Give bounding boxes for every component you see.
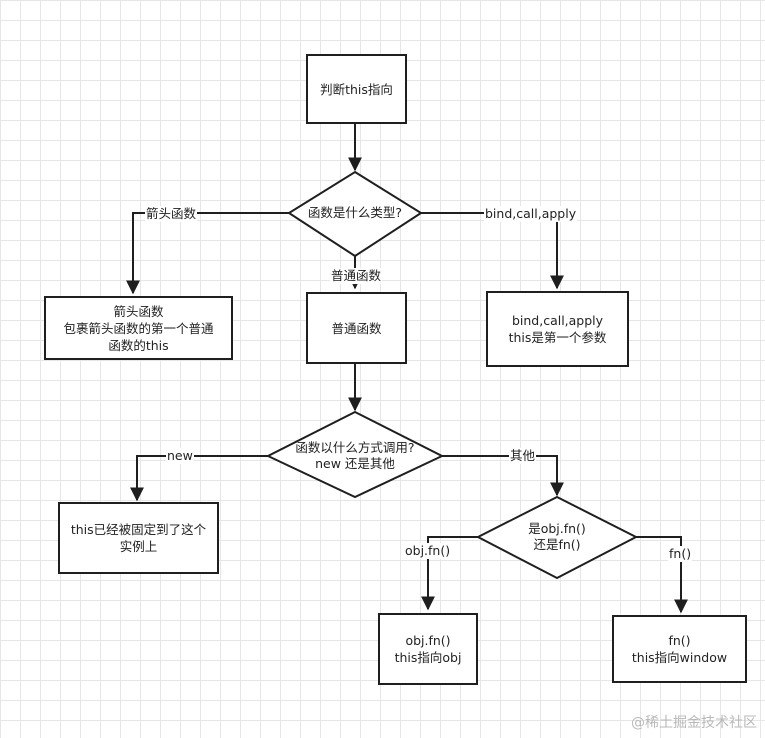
edge-type-to-arrow xyxy=(126,212,289,295)
decision-function-type xyxy=(287,170,423,258)
fn-box-line2: this指向window xyxy=(631,650,728,665)
decision-function-type-text: 函数是什么类型? xyxy=(289,204,421,222)
decision-obj-line1: 是obj.fn() xyxy=(528,521,586,536)
edge-label-fn: fn() xyxy=(668,546,693,562)
new-instance-box: this已经被固定到了这个 实例上 xyxy=(58,502,219,574)
edge-obj-to-objbox xyxy=(421,536,480,611)
arrow-box-line1: 箭头函数 xyxy=(113,303,164,319)
bind-box-line1: bind,call,apply xyxy=(511,313,604,328)
edge-label-obj: obj.fn() xyxy=(404,543,452,559)
decision-obj-text: 是obj.fn() 还是fn() xyxy=(478,519,636,555)
edge-label-other: 其他 xyxy=(509,448,537,464)
obj-box-line2: this指向obj xyxy=(394,650,462,665)
new-box-line2: 实例上 xyxy=(119,539,158,554)
decision-call-method-text: 函数以什么方式调用? new 还是其他 xyxy=(268,438,442,474)
decision-call-line1: 函数以什么方式调用? xyxy=(295,440,415,455)
decision-obj-or-fn xyxy=(475,495,639,580)
arrow-function-box: 箭头函数 包裹箭头函数的第一个普通 函数的this xyxy=(44,296,233,360)
fn-box-line1: fn() xyxy=(668,633,691,648)
normal-box-label: 普通函数 xyxy=(331,320,382,336)
normal-function-box: 普通函数 xyxy=(306,292,407,364)
edge-obj-to-fnbox xyxy=(636,536,688,614)
start-node: 判断this指向 xyxy=(306,54,407,124)
obj-box-line1: obj.fn() xyxy=(405,633,451,648)
decision-type-label: 函数是什么类型? xyxy=(307,205,403,220)
arrow-box-line3: 函数的this xyxy=(108,337,169,353)
edge-label-new: new xyxy=(166,448,194,464)
window-this-box: fn() this指向window xyxy=(612,615,747,683)
edge-call-to-obj xyxy=(442,455,564,497)
decision-call-method xyxy=(265,410,445,499)
new-box-line1: this已经被固定到了这个 xyxy=(70,522,207,537)
obj-this-box: obj.fn() this指向obj xyxy=(378,613,478,685)
decision-obj-line2: 还是fn() xyxy=(533,537,581,552)
edge-call-to-new xyxy=(130,455,268,502)
bind-box-line2: this是第一个参数 xyxy=(508,330,607,345)
edge-type-to-bind xyxy=(421,212,564,290)
decision-call-line2: new 还是其他 xyxy=(315,456,395,471)
edge-label-arrow: 箭头函数 xyxy=(145,206,198,222)
watermark: @稀土掘金技术社区 xyxy=(631,715,757,731)
start-node-label: 判断this指向 xyxy=(320,81,393,97)
edge-label-bind: bind,call,apply xyxy=(484,206,578,222)
edge-label-normal: 普通函数 xyxy=(330,268,383,284)
arrow-box-line2: 包裹箭头函数的第一个普通 xyxy=(63,320,214,336)
bind-call-apply-box: bind,call,apply this是第一个参数 xyxy=(486,291,629,367)
